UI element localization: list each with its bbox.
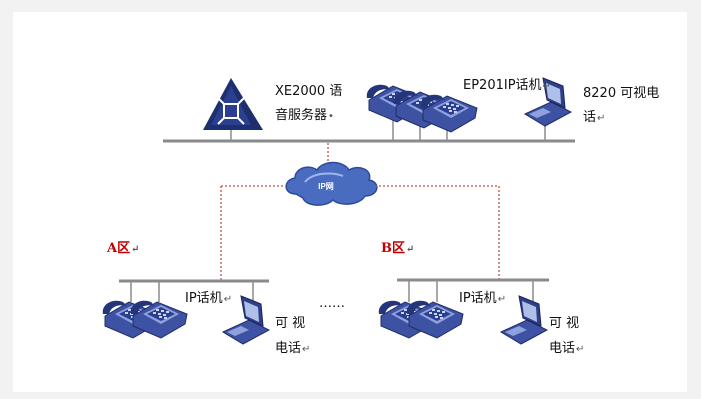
top-video-phone-icon xyxy=(524,77,572,141)
top-ip-phones-icon xyxy=(366,84,478,141)
zone-b-video-label-line1: 可 视 xyxy=(549,316,580,331)
video-phone-label-line1: 8220 可视电 xyxy=(583,86,660,101)
zone-a-video-label-line2: 电话↵ xyxy=(275,341,311,356)
network-svg: IP网 xyxy=(102,77,575,345)
ellipsis-label: …… xyxy=(319,296,345,311)
video-phone-label-line2: 话↵ xyxy=(583,110,606,125)
server-label-line2: 音服务器• xyxy=(275,108,334,123)
wan-links xyxy=(220,143,500,280)
zone-a-ip-phone-label: IP话机↵ xyxy=(185,291,233,306)
zone-b-ip-phones-icon xyxy=(378,280,464,339)
zone-a-ip-phones-icon xyxy=(102,281,188,339)
zone-b-video-label-line2: 电话↵ xyxy=(549,341,585,356)
ip-cloud-icon xyxy=(285,161,378,206)
zone-b-ip-phone-label: IP话机↵ xyxy=(459,291,507,306)
ep201-ip-phone-label: EP201IP话机↵ xyxy=(463,78,551,93)
zone-b-video-phone-icon xyxy=(500,280,548,345)
server-label-line1: XE2000 语 xyxy=(275,84,343,99)
zone-a-video-phone-icon xyxy=(222,281,270,345)
server-icon xyxy=(203,78,263,141)
zone-a-video-label-line1: 可 视 xyxy=(275,316,306,331)
zone-a-label: A区↵ xyxy=(107,241,140,256)
diagram-canvas: IP网 xyxy=(13,12,687,392)
zone-b-label: B区↵ xyxy=(381,241,415,256)
cloud-label: IP网 xyxy=(318,182,334,191)
